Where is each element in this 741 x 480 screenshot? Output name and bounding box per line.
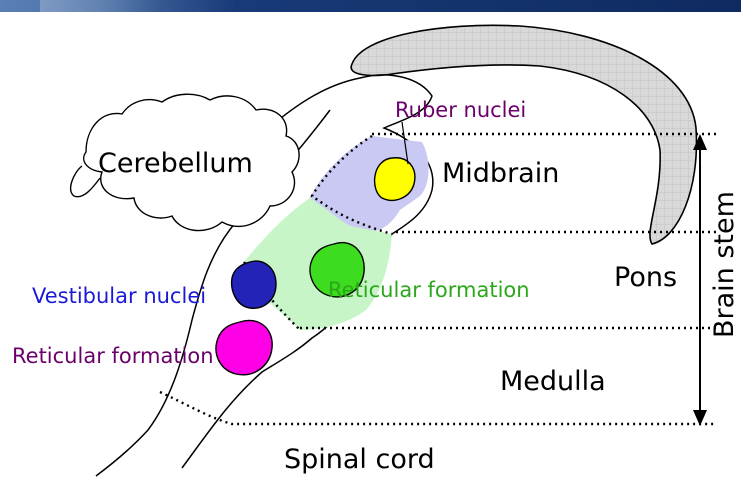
brain-stem-label: Brain stem	[711, 191, 738, 338]
midbrain-label: Midbrain	[442, 160, 559, 187]
vestibular-nuclei-label: Vestibular nuclei	[32, 286, 206, 307]
reticular-formation-magenta-label: Reticular formation	[12, 346, 214, 367]
level-line-medulla-spinal	[160, 392, 716, 424]
reticular-formation-green-label: Reticular formation	[328, 280, 530, 301]
cerebellum-label: Cerebellum	[98, 150, 253, 177]
vestibular-nuclei-blob	[232, 261, 276, 308]
pons-label: Pons	[614, 264, 677, 291]
ruber-nuclei-blob	[375, 158, 415, 201]
spinal-cord-label: Spinal cord	[284, 446, 435, 473]
reticular-formation-magenta-blob	[216, 320, 272, 374]
medulla-label: Medulla	[500, 368, 606, 395]
ruber-nuclei-label: Ruber nuclei	[395, 100, 526, 121]
